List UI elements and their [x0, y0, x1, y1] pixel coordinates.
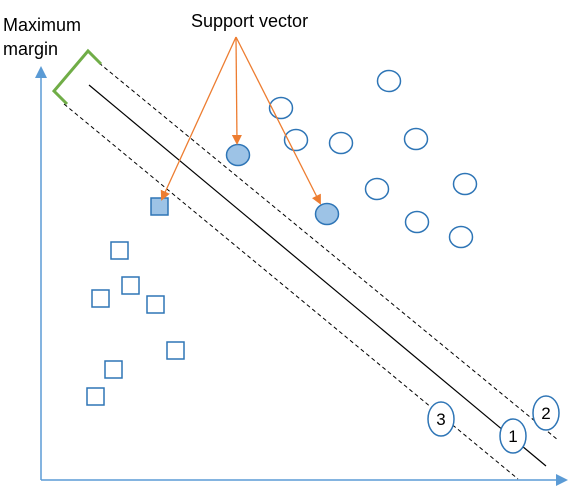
- square-icon: [121, 276, 140, 295]
- line-marker-3-label: 3: [436, 410, 445, 429]
- square-icon: [91, 289, 110, 308]
- circle-points: [268, 69, 478, 249]
- square-icon: [86, 387, 105, 406]
- line-marker-2-label: 2: [541, 404, 550, 423]
- square-icon: [146, 295, 165, 314]
- arrow-to-circle-1: [231, 36, 242, 145]
- margin-label-line2: margin: [3, 39, 58, 59]
- circle-icon: [448, 225, 474, 249]
- arrow-to-circle-2: [235, 36, 321, 205]
- support-vector-circle-2: [314, 202, 340, 226]
- square-points: [86, 241, 185, 406]
- line-marker-3: [427, 401, 455, 437]
- line-marker-1: [499, 418, 527, 454]
- support-vector-arrows: [160, 36, 321, 205]
- arrow-to-square: [160, 36, 237, 201]
- support-vector-label: Support vector: [191, 11, 308, 31]
- circle-icon: [404, 210, 430, 234]
- circle-icon: [268, 96, 294, 120]
- circle-icon: [328, 131, 354, 155]
- support-vector-circle-1: [225, 143, 251, 167]
- circle-icon: [364, 177, 390, 201]
- margin-line-upper: [98, 62, 559, 441]
- circle-icon: [403, 127, 429, 151]
- margin-label-line1: Maximum: [3, 15, 81, 35]
- square-icon: [110, 241, 129, 260]
- square-icon: [104, 360, 123, 379]
- circle-icon: [283, 128, 309, 152]
- circle-icon: [452, 172, 478, 196]
- circle-icon: [376, 69, 402, 93]
- support-vector-square: [150, 197, 169, 216]
- square-icon: [166, 341, 185, 360]
- decision-boundary: [88, 84, 547, 467]
- line-marker-1-label: 1: [508, 427, 517, 446]
- line-marker-2: [532, 395, 560, 431]
- margin-bracket: [51, 48, 103, 106]
- line-markers: 1 2 3: [427, 395, 560, 454]
